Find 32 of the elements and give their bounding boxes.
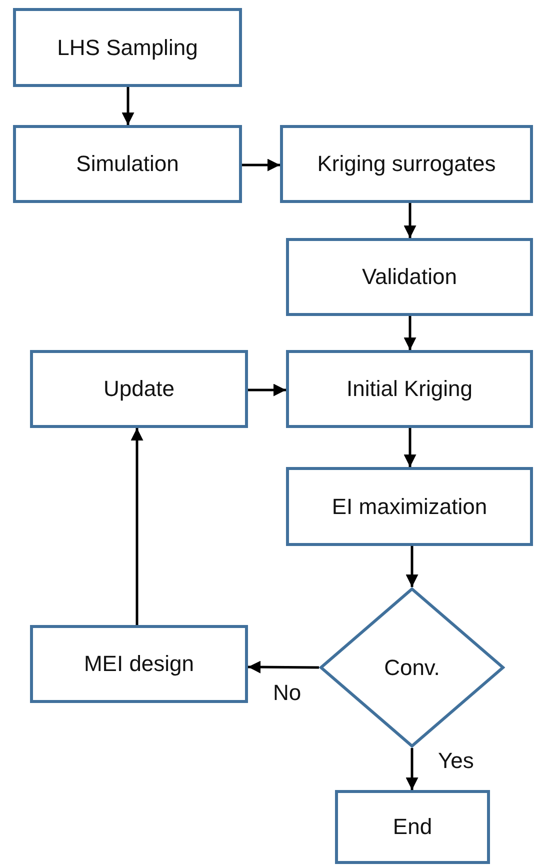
arrow: [404, 316, 416, 350]
process-box: [280, 125, 533, 203]
node-label: Validation: [362, 264, 457, 290]
arrow: [406, 748, 418, 790]
process-box: [335, 790, 490, 864]
arrow: [242, 158, 280, 172]
edge-label: Yes: [438, 748, 474, 774]
node-label: Conv.: [384, 654, 440, 680]
node-label: Simulation: [76, 151, 179, 177]
process-box: [30, 625, 248, 703]
node-label: LHS Sampling: [57, 34, 198, 60]
arrow: [122, 87, 134, 125]
process-box: [13, 125, 242, 203]
arrow: [404, 428, 416, 467]
arrow: [406, 546, 418, 587]
node-label: EI maximization: [332, 494, 488, 520]
process-box: [13, 8, 242, 87]
node-label: Update: [104, 376, 174, 402]
process-box: [286, 238, 533, 316]
node-label: End: [392, 814, 432, 840]
arrow: [404, 203, 416, 238]
node-label: Initial Kriging: [346, 376, 472, 402]
decision-diamond: [319, 587, 505, 748]
node-label: MEI design: [84, 651, 194, 677]
arrow: [130, 428, 144, 625]
process-box: [286, 467, 533, 546]
process-box: [286, 350, 533, 428]
arrow: [248, 384, 286, 396]
arrow: [248, 660, 319, 674]
edge-label: No: [273, 680, 302, 706]
process-box: [30, 350, 248, 428]
node-label: Kriging surrogates: [317, 151, 496, 177]
